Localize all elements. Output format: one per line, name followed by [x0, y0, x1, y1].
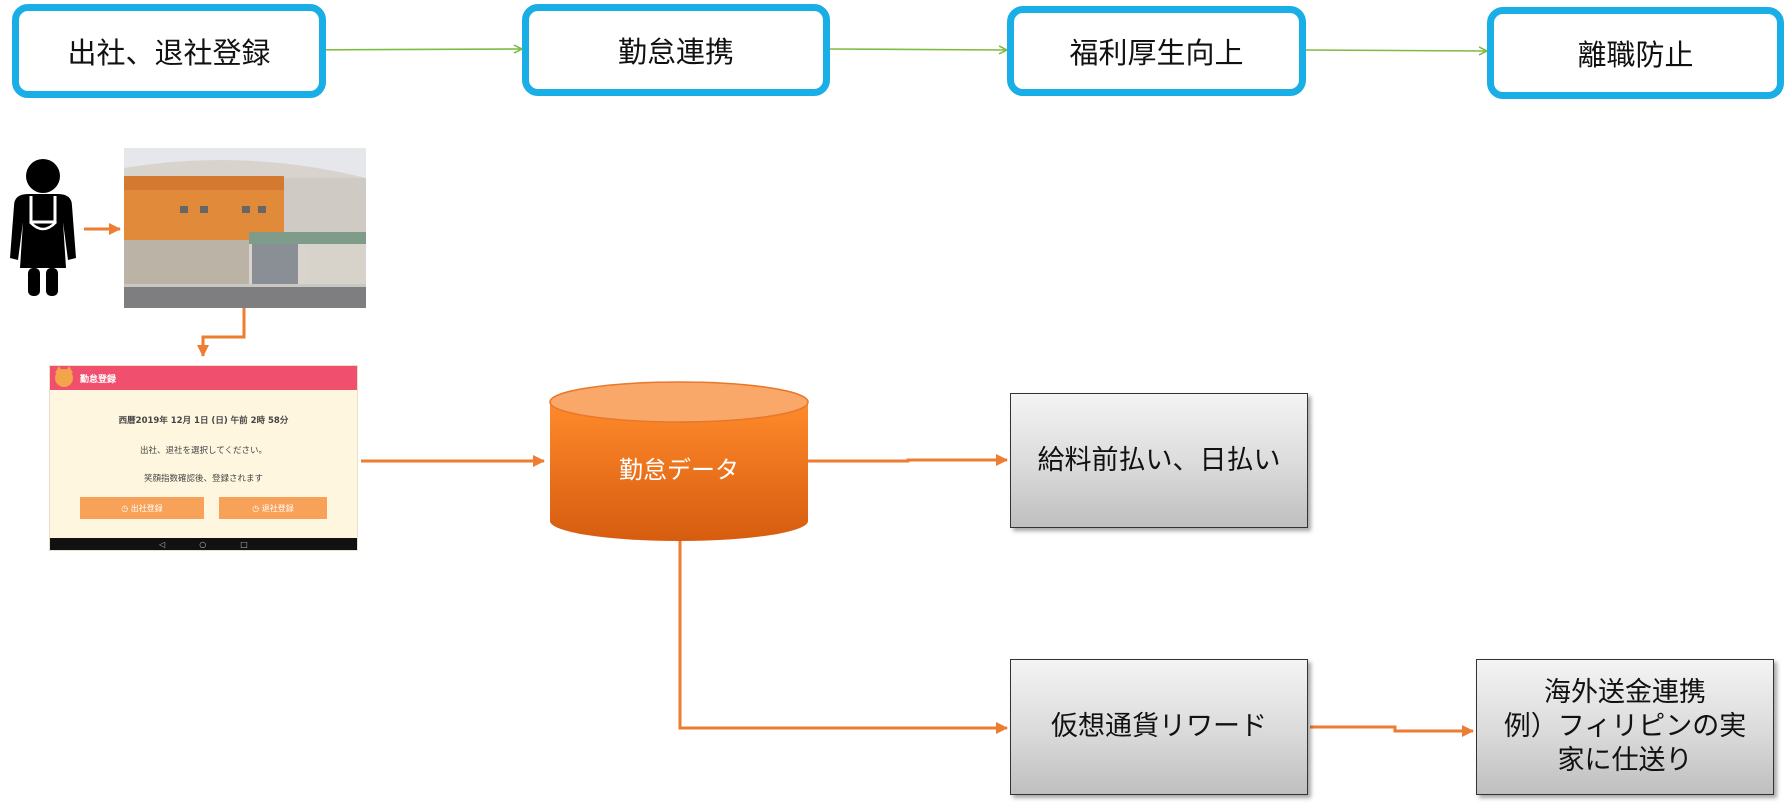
attendance-tablet-screen: 勤怠登録 西暦2019年 12月 1日 (日) 午前 2時 58分 出社、退社を…: [50, 366, 357, 550]
arrow-crypto-to-remittance: [1310, 725, 1474, 737]
salary-advance-label: 給料前払い、日払い: [1037, 444, 1281, 476]
arrow-stage-3-4: [1305, 50, 1487, 51]
checkin-button[interactable]: ◷ 出社登録: [80, 497, 204, 519]
tablet-title: 勤怠登録: [80, 374, 117, 385]
arrow-database-to-crypto: [678, 541, 1008, 734]
arrow-stage-2-3: [829, 49, 1007, 50]
stage-turnover-prevention: 離職防止: [1487, 7, 1784, 99]
tablet-datetime: 西暦2019年 12月 1日 (日) 午前 2時 58分: [118, 416, 289, 426]
back-icon[interactable]: ◁: [159, 539, 166, 549]
arrow-database-to-salary: [808, 454, 1008, 466]
remittance-line-3: 家に仕送り: [1557, 744, 1693, 776]
crypto-reward-box: 仮想通貨リワード: [1010, 659, 1308, 795]
stage-label: 勤怠連携: [617, 35, 734, 69]
stage-welfare-improvement: 福利厚生向上: [1007, 6, 1306, 96]
tablet-header: 勤怠登録: [50, 366, 357, 390]
crypto-reward-label: 仮想通貨リワード: [1051, 711, 1267, 743]
home-icon[interactable]: ○: [199, 539, 207, 549]
cat-logo-icon: [55, 366, 73, 387]
arrow-photo-to-tablet: [197, 308, 246, 357]
stage-attendance-integration: 勤怠連携: [522, 4, 830, 96]
recent-apps-icon[interactable]: □: [240, 539, 248, 549]
tablet-instruction: 出社、退社を選択してください。: [140, 446, 267, 456]
stage-label: 福利厚生向上: [1069, 36, 1244, 70]
stage-checkin-registration: 出社、退社登録: [12, 4, 326, 98]
android-nav-bar: ◁ ○ □: [50, 538, 357, 550]
overseas-remittance-box: 海外送金連携 例）フィリピンの実 家に仕送り: [1476, 659, 1774, 795]
stage-label: 離職防止: [1577, 38, 1694, 72]
database-cylinder: [549, 381, 809, 541]
tablet-note: 笑顔指数確認後、登録されます: [143, 474, 263, 484]
remittance-line-2: 例）フィリピンの実: [1503, 711, 1747, 743]
remittance-line-1: 海外送金連携: [1544, 677, 1706, 709]
stage-label: 出社、退社登録: [67, 36, 271, 70]
salary-advance-box: 給料前払い、日払い: [1010, 393, 1308, 528]
worker-person-icon: [10, 159, 76, 296]
office-building-photo: [124, 148, 366, 308]
database-label: 勤怠データ: [619, 456, 739, 484]
checkout-button[interactable]: ◷ 退社登録: [219, 497, 327, 519]
